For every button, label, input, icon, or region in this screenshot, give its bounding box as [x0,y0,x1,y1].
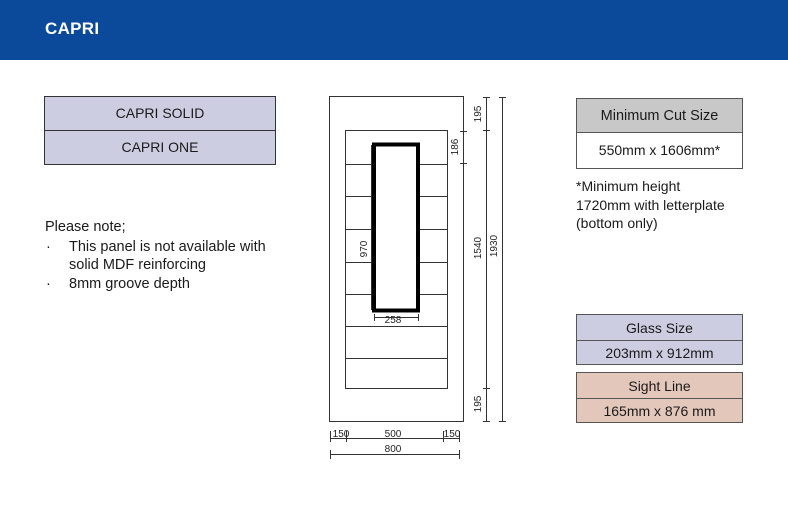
dim-door-width: 800 [385,444,402,455]
variant-capri-one[interactable]: CAPRI ONE [45,131,275,165]
dim-panel-height: 1540 [473,236,484,259]
panel-outline [345,130,448,389]
note-item: · 8mm groove depth [45,275,315,294]
dim-door-height: 1930 [489,234,500,257]
glass-size-box: Glass Size 203mm x 912mm [576,314,743,365]
footnote: *Minimum height 1720mm with letterplate … [576,177,776,233]
notes-title: Please note; [45,219,126,235]
variant-table: CAPRI SOLID CAPRI ONE [44,96,276,165]
door-outline [329,96,464,422]
notes: Please note; · This panel is not availab… [45,218,315,293]
dim-glass-top: 186 [450,138,461,155]
sight-line-box: Sight Line 165mm x 876 mm [576,372,743,423]
note-text: This panel is not available with [69,238,266,255]
sight-line-label: Sight Line [577,373,742,399]
note-text: 8mm groove depth [69,275,190,292]
footnote-line: *Minimum height [576,178,681,194]
dim-glass-width: 258 [385,315,402,326]
min-cut-label: Minimum Cut Size [577,99,742,133]
footnote-line: (bottom only) [576,215,658,231]
glass-size-label: Glass Size [577,315,742,341]
sight-line-value: 165mm x 876 mm [577,399,742,422]
bullet: · [46,238,51,255]
dim-top-rail: 195 [473,105,484,122]
header-bar: CAPRI [0,0,788,60]
variant-capri-solid[interactable]: CAPRI SOLID [45,97,275,131]
dim-stile-right: 150 [444,429,461,440]
glass-pane [372,142,420,313]
note-item: · This panel is not available with solid… [45,238,315,275]
note-text: solid MDF reinforcing [69,257,206,273]
dim-panel-width: 500 [385,429,402,440]
footnote-line: 1720mm with letterplate [576,196,725,213]
min-cut-box: Minimum Cut Size 550mm x 1606mm* [576,98,743,169]
dim-stile-left: 150 [333,429,350,440]
page-title: CAPRI [45,19,100,38]
glass-size-value: 203mm x 912mm [577,341,742,364]
dim-glass-height: 970 [359,240,370,257]
dim-bottom-rail: 195 [473,395,484,412]
bullet: · [46,275,51,292]
min-cut-value: 550mm x 1606mm* [577,133,742,168]
